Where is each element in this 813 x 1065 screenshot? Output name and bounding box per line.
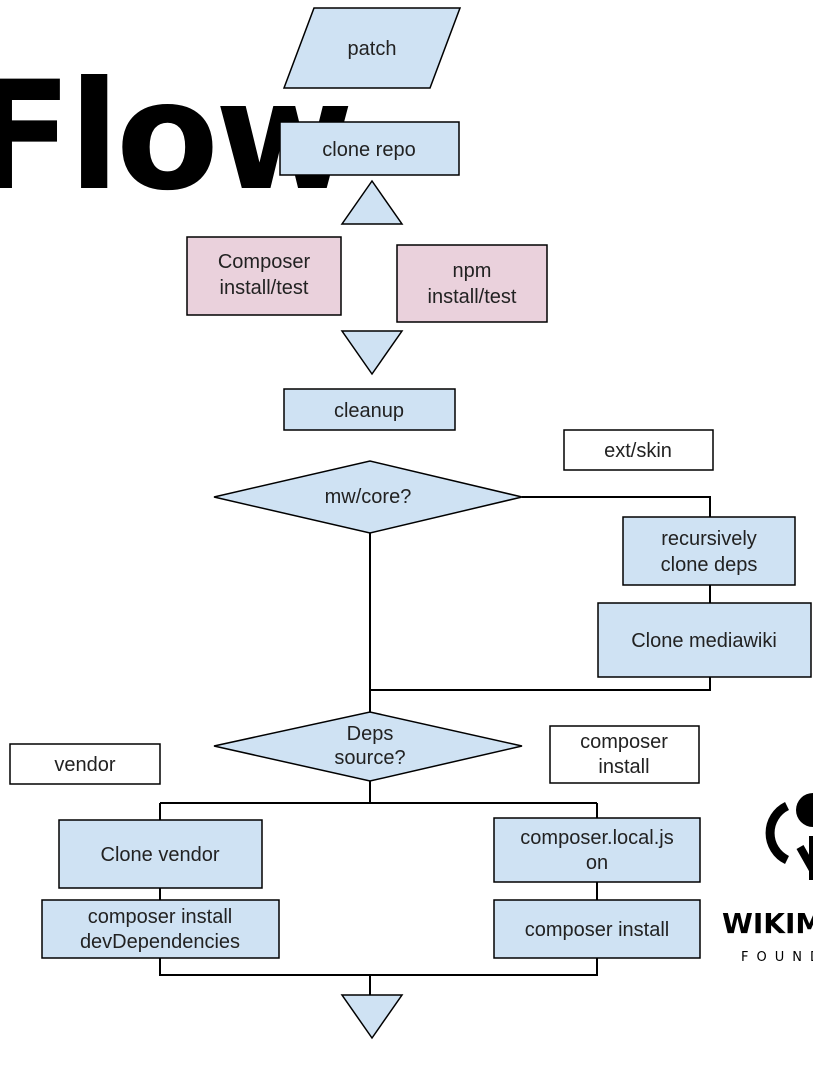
composer-test-node: Composer install/test xyxy=(186,236,342,316)
wikimedia-logo: WIKIM FOUND xyxy=(722,793,813,965)
svg-text:composer install: composer install xyxy=(525,919,670,941)
npm-test-node: npm install/test xyxy=(396,244,548,323)
svg-text:cleanup: cleanup xyxy=(334,400,404,422)
svg-text:clone deps: clone deps xyxy=(661,554,758,576)
wikimedia-logo-icon xyxy=(765,793,813,880)
composer-install-label: composer install xyxy=(549,725,700,784)
svg-text:install/test: install/test xyxy=(220,277,309,299)
ext-skin-label: ext/skin xyxy=(563,429,714,471)
svg-text:vendor: vendor xyxy=(54,754,115,776)
mw-core-decision: mw/core? xyxy=(213,460,523,534)
composer-install-dev-node: composer install devDependencies xyxy=(41,899,280,959)
connector-merge xyxy=(370,677,711,691)
wikimedia-logo-word: WIKIM xyxy=(722,907,813,940)
svg-text:Clone vendor: Clone vendor xyxy=(101,844,220,866)
connector-split xyxy=(159,781,598,820)
svg-text:on: on xyxy=(586,852,608,874)
composer-install-node: composer install xyxy=(493,899,701,959)
clone-vendor-node: Clone vendor xyxy=(58,819,263,889)
composer-local-json-node: composer.local.js on xyxy=(493,817,701,883)
svg-text:composer: composer xyxy=(580,731,668,753)
svg-text:Clone mediawiki: Clone mediawiki xyxy=(631,630,777,652)
svg-text:mw/core?: mw/core? xyxy=(325,486,412,508)
connector-join xyxy=(159,958,598,995)
patch-node: patch xyxy=(282,7,462,89)
svg-text:install: install xyxy=(598,756,649,778)
connector-core-ext xyxy=(522,496,711,517)
recursive-clone-node: recursively clone deps xyxy=(622,516,796,586)
svg-text:recursively: recursively xyxy=(661,528,757,550)
svg-text:install/test: install/test xyxy=(428,286,517,308)
svg-text:source?: source? xyxy=(334,747,405,769)
svg-text:clone repo: clone repo xyxy=(322,139,415,161)
svg-text:ext/skin: ext/skin xyxy=(604,440,672,462)
end-triangle xyxy=(340,994,404,1040)
clone-mediawiki-node: Clone mediawiki xyxy=(597,602,812,678)
svg-text:Composer: Composer xyxy=(218,251,311,273)
clone-repo-node: clone repo xyxy=(279,121,460,176)
svg-text:patch: patch xyxy=(348,38,397,60)
deps-source-decision: Deps source? xyxy=(213,711,523,782)
svg-text:composer install: composer install xyxy=(88,906,233,928)
svg-text:Deps: Deps xyxy=(347,723,394,745)
connectors xyxy=(159,496,711,995)
svg-text:devDependencies: devDependencies xyxy=(80,931,240,953)
loop-end-triangle xyxy=(340,330,404,376)
cleanup-node: cleanup xyxy=(283,388,456,431)
vendor-label: vendor xyxy=(9,743,161,785)
svg-text:composer.local.js: composer.local.js xyxy=(520,827,673,849)
wikimedia-logo-subtitle: FOUND xyxy=(741,950,813,965)
svg-text:npm: npm xyxy=(453,260,492,282)
loop-start-triangle xyxy=(340,179,404,225)
